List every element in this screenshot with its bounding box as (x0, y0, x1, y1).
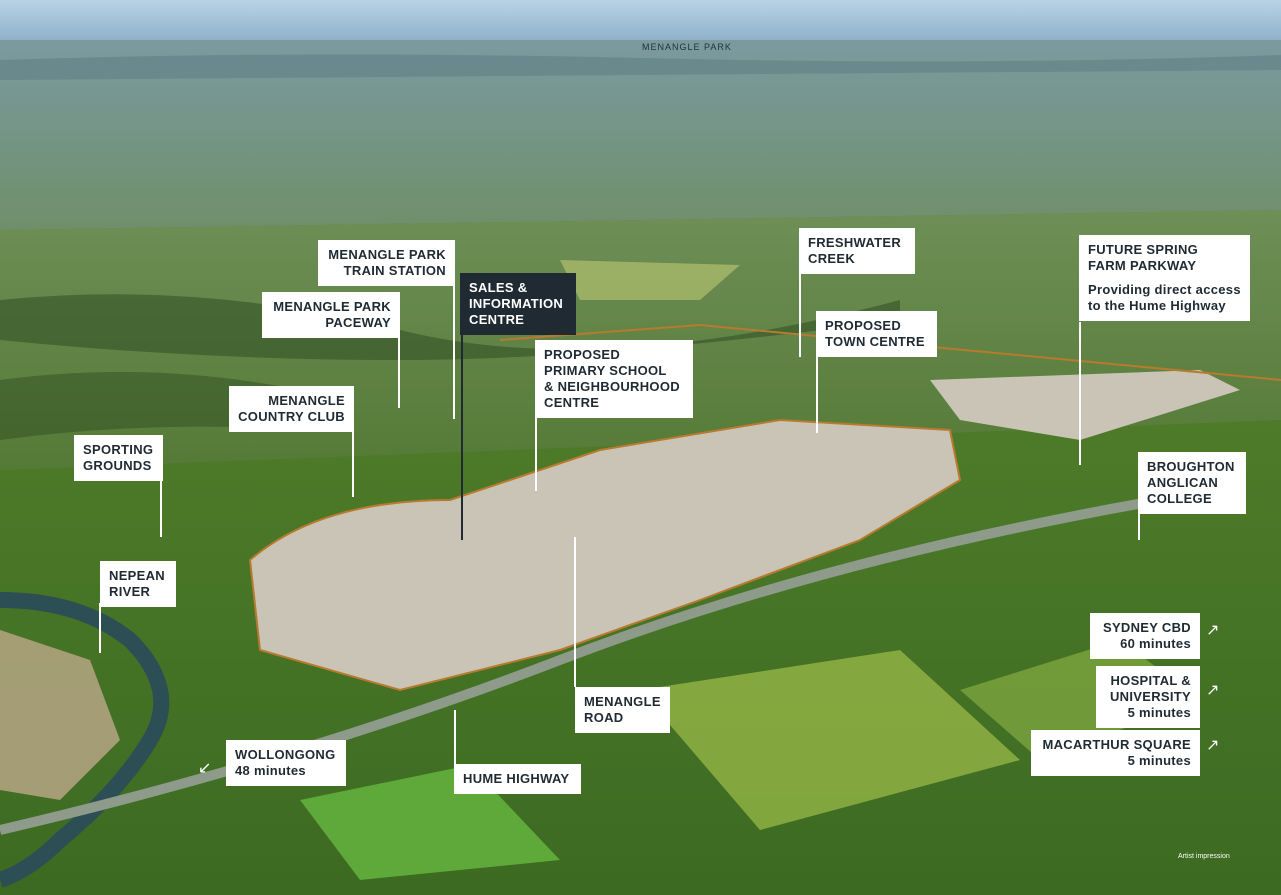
label-line: PRIMARY SCHOOL (544, 363, 667, 378)
leader-line (1079, 322, 1081, 465)
label-note: Providing direct access (1088, 282, 1241, 297)
arrow-right-icon: ↗ (1206, 680, 1220, 699)
label-line: SALES & (469, 280, 528, 295)
leader-line (574, 537, 576, 687)
label-paceway: MENANGLE PARK PACEWAY (262, 292, 400, 338)
leader-line (799, 273, 801, 357)
arrow-right-icon: ↗ (1206, 620, 1220, 639)
label-line: CENTRE (469, 312, 525, 327)
label-line: HUME HIGHWAY (463, 771, 570, 786)
label-line: ANGLICAN (1147, 475, 1219, 490)
arrow-right-icon: ↗ (1206, 735, 1220, 754)
spacer (1088, 274, 1241, 282)
label-freshwater-creek: FRESHWATER CREEK (799, 228, 915, 274)
label-line: ROAD (584, 710, 624, 725)
label-line: NEPEAN (109, 568, 165, 583)
label-primary-school: PROPOSED PRIMARY SCHOOL & NEIGHBOURHOOD … (535, 340, 693, 418)
label-line: PACEWAY (325, 315, 391, 330)
label-name: WOLLONGONG (235, 747, 336, 762)
label-line: COLLEGE (1147, 491, 1212, 506)
label-line: CENTRE (544, 395, 600, 410)
label-wollongong: WOLLONGONG 48 minutes (226, 740, 346, 786)
label-spring-farm-parkway: FUTURE SPRING FARM PARKWAY Providing dir… (1079, 235, 1250, 321)
leader-line (816, 355, 818, 433)
label-broughton-college: BROUGHTON ANGLICAN COLLEGE (1138, 452, 1246, 514)
label-town-centre: PROPOSED TOWN CENTRE (816, 311, 937, 357)
label-line: MENANGLE (268, 393, 345, 408)
leader-line (461, 332, 463, 540)
label-line: FUTURE SPRING (1088, 242, 1199, 257)
leader-line (1138, 512, 1140, 540)
label-note: to the Hume Highway (1088, 298, 1226, 313)
label-hospital-university: HOSPITAL & UNIVERSITY 5 minutes (1096, 666, 1200, 728)
leader-line (454, 710, 456, 764)
label-line: MENANGLE PARK (328, 247, 446, 262)
leader-line (99, 603, 101, 653)
label-name: HOSPITAL & (1110, 673, 1191, 688)
label-name: MACARTHUR SQUARE (1042, 737, 1191, 752)
artist-impression-caption: Artist impression (1178, 853, 1230, 860)
label-hume-highway: HUME HIGHWAY (454, 764, 581, 794)
label-time: 48 minutes (235, 763, 306, 778)
label-time: 5 minutes (1127, 753, 1191, 768)
label-name: SYDNEY CBD (1102, 620, 1191, 635)
label-line: MENANGLE PARK (273, 299, 391, 314)
label-line: FARM PARKWAY (1088, 258, 1197, 273)
label-line: PROPOSED (825, 318, 902, 333)
leader-line (398, 334, 400, 408)
label-line: BROUGHTON (1147, 459, 1235, 474)
label-line: TOWN CENTRE (825, 334, 925, 349)
brand-logo: MENANGLE PARK (642, 42, 732, 52)
label-nepean-river: NEPEAN RIVER (100, 561, 176, 607)
label-line: & NEIGHBOURHOOD (544, 379, 680, 394)
label-line: CREEK (808, 251, 856, 266)
label-sporting-grounds: SPORTING GROUNDS (74, 435, 163, 481)
label-line: FRESHWATER (808, 235, 902, 250)
label-line: TRAIN STATION (343, 263, 446, 278)
label-line: PROPOSED (544, 347, 621, 362)
label-line: INFORMATION (469, 296, 564, 311)
leader-line (453, 284, 455, 419)
leader-line (535, 416, 537, 491)
arrow-left-icon: ↙ (198, 758, 212, 777)
label-line: COUNTRY CLUB (238, 409, 345, 424)
label-name: UNIVERSITY (1109, 689, 1191, 704)
label-time: 60 minutes (1120, 636, 1191, 651)
label-time: 5 minutes (1127, 705, 1191, 720)
leader-line (352, 429, 354, 497)
label-train-station: MENANGLE PARK TRAIN STATION (318, 240, 455, 286)
label-sales-centre: SALES & INFORMATION CENTRE (460, 273, 576, 335)
label-line: SPORTING (83, 442, 154, 457)
label-line: GROUNDS (83, 458, 152, 473)
leader-line (160, 477, 162, 537)
label-country-club: MENANGLE COUNTRY CLUB (229, 386, 354, 432)
label-line: RIVER (109, 584, 151, 599)
label-menangle-road: MENANGLE ROAD (575, 687, 670, 733)
label-sydney-cbd: SYDNEY CBD 60 minutes (1090, 613, 1200, 659)
label-line: MENANGLE (584, 694, 661, 709)
label-macarthur-square: MACARTHUR SQUARE 5 minutes (1031, 730, 1200, 776)
